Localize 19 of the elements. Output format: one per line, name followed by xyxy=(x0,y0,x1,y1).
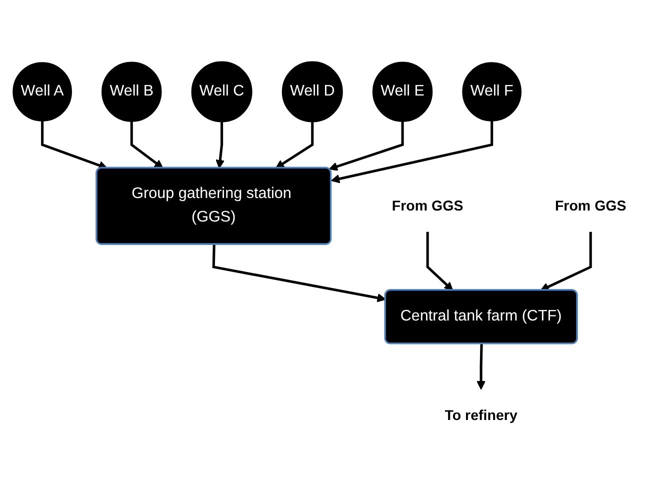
arrow xyxy=(426,232,454,291)
node-circle: Well D xyxy=(282,61,343,122)
node-text: To refinery xyxy=(444,406,518,423)
arrow xyxy=(275,122,314,169)
arrow xyxy=(41,120,108,170)
arrow xyxy=(476,344,486,390)
node-circle: Well A xyxy=(12,62,72,122)
node-circle: Well C xyxy=(191,61,252,122)
arrow xyxy=(216,122,225,169)
arrow xyxy=(330,120,494,184)
arrow xyxy=(130,121,164,169)
node-text: From GGS xyxy=(554,197,626,214)
node-circle: Well E xyxy=(372,62,433,122)
node-text: From GGS xyxy=(392,197,464,214)
arrow xyxy=(328,121,404,171)
node-circle: Well F xyxy=(462,62,522,122)
node-circle: Well B xyxy=(102,62,162,122)
arrow xyxy=(540,232,592,292)
arrow xyxy=(212,244,386,302)
